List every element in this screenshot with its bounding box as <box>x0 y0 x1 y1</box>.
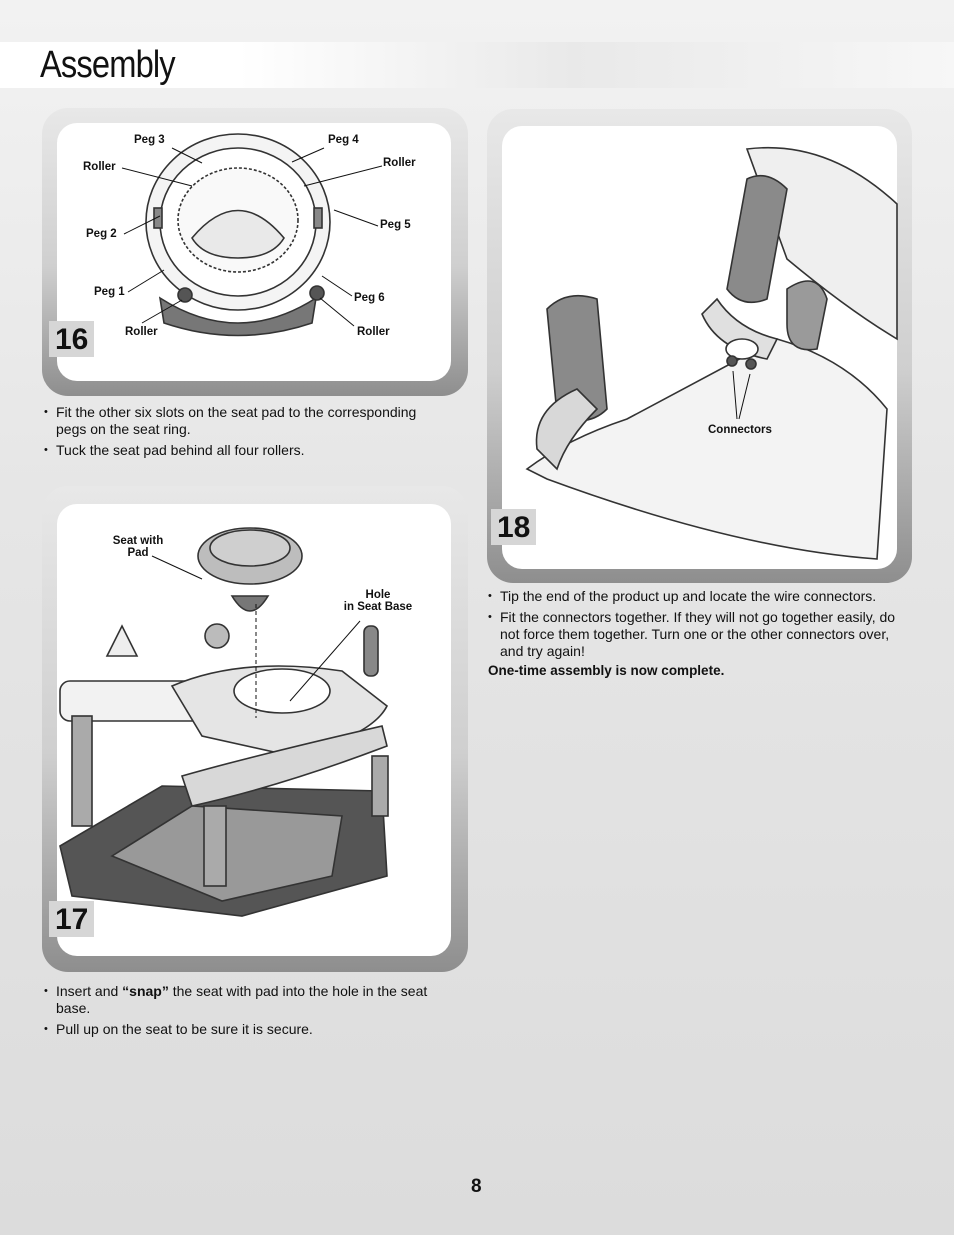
label-peg-5: Peg 5 <box>380 219 411 231</box>
step-17-instructions: Insert and “snap” the seat with pad into… <box>44 983 454 1042</box>
page-number: 8 <box>471 1176 482 1197</box>
step-16-number: 16 <box>49 321 95 357</box>
step-16-instructions: Fit the other six slots on the seat pad … <box>44 404 449 463</box>
label-seat-line-1: Seat with <box>112 535 164 547</box>
step-16-instruction-1: Fit the other six slots on the seat pad … <box>44 404 449 438</box>
step-17-instruction-1: Insert and “snap” the seat with pad into… <box>44 983 454 1017</box>
step-16-instruction-2: Tuck the seat pad behind all four roller… <box>44 442 449 459</box>
label-hole-line-2: in Seat Base <box>343 601 413 613</box>
label-hole-in-seat-base: Hole in Seat Base <box>332 589 424 613</box>
seat-base-illustration <box>59 527 389 917</box>
step-17-instruction-1-suffix: the seat with pad into the hole in the s… <box>56 983 428 1016</box>
label-peg-4: Peg 4 <box>328 134 359 146</box>
step-18-instructions: Tip the end of the product up and locate… <box>488 588 908 664</box>
label-peg-3: Peg 3 <box>134 134 165 146</box>
label-roller-bottom-right: Roller <box>357 326 390 338</box>
step-17-instruction-1-prefix: Insert and <box>56 983 123 999</box>
step-17-number: 17 <box>49 901 95 937</box>
label-roller-top-right: Roller <box>383 157 416 169</box>
page-title: Assembly <box>40 44 176 86</box>
label-roller-bottom-left: Roller <box>125 326 158 338</box>
label-seat-with-pad: Seat with Pad <box>104 535 172 559</box>
label-peg-2: Peg 2 <box>86 228 117 240</box>
label-hole-line-1: Hole <box>365 589 391 601</box>
label-roller-top-left: Roller <box>83 161 116 173</box>
step-17-instruction-2: Pull up on the seat to be sure it is sec… <box>44 1021 454 1038</box>
label-seat-line-2: Pad <box>127 547 149 559</box>
seat-ring-illustration <box>121 133 383 337</box>
title-band <box>0 42 954 88</box>
connectors-illustration <box>525 146 898 560</box>
assembly-complete-note: One-time assembly is now complete. <box>488 663 725 678</box>
step-18-instruction-2: Fit the connectors together. If they wil… <box>488 609 908 660</box>
label-peg-1: Peg 1 <box>94 286 125 298</box>
step-18-instruction-1: Tip the end of the product up and locate… <box>488 588 908 605</box>
label-peg-6: Peg 6 <box>354 292 385 304</box>
label-connectors: Connectors <box>708 424 772 436</box>
step-18-number: 18 <box>491 509 537 545</box>
step-17-snap-emphasis: “snap” <box>122 983 169 999</box>
